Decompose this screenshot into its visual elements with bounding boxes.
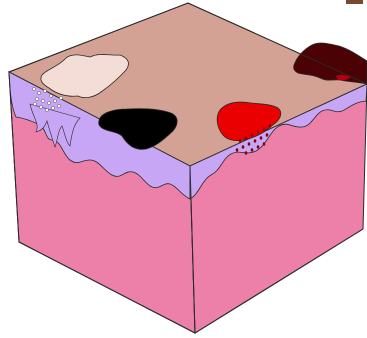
skin-block [0,0,367,338]
skin-block-diagram [0,0,367,338]
